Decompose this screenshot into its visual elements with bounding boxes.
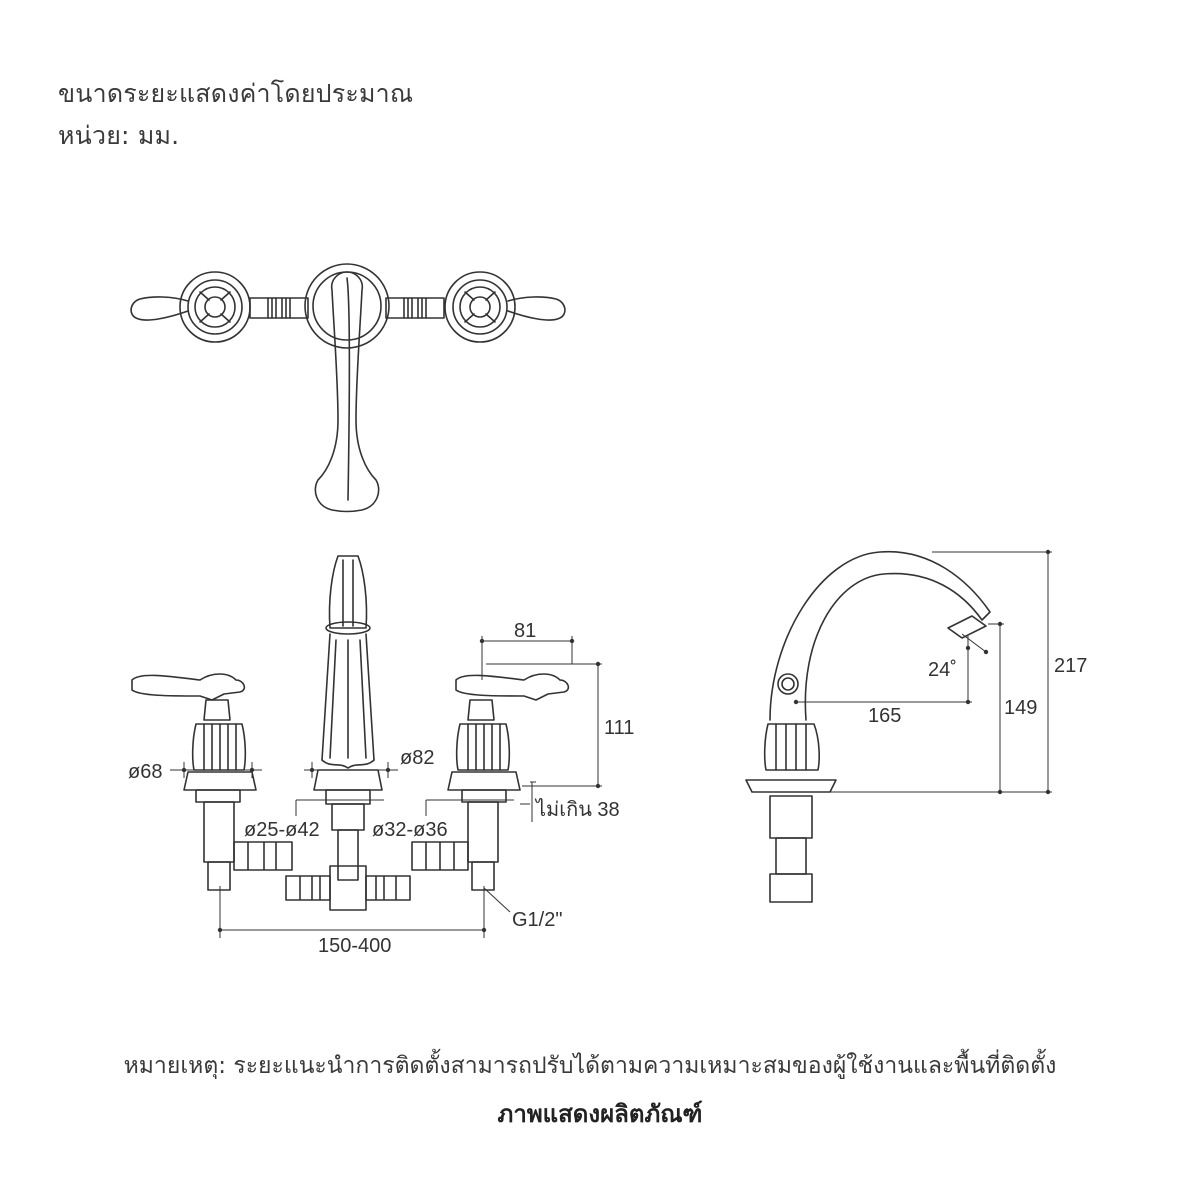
- front-view-spout: [313, 555, 383, 911]
- dim-g-half: G1/2": [512, 909, 562, 931]
- top-view-spout: [314, 271, 380, 513]
- dim-149: 149: [1004, 697, 1037, 719]
- installation-note: หมายเหตุ: ระยะแนะนำการติดตั้งสามารถปรับไ…: [123, 1053, 1057, 1079]
- approx-dimensions-heading: ขนาดระยะแสดงค่าโดยประมาณ: [58, 79, 414, 108]
- dim-dia-32-36: ø32-ø36: [372, 819, 448, 841]
- dim-angle-24: 24˚: [928, 659, 957, 681]
- dimension-lines: [170, 551, 1052, 938]
- front-view-right-valve: [411, 673, 570, 891]
- top-view-spout-ridge: [346, 277, 351, 501]
- top-view-left-rosette: [179, 271, 251, 343]
- front-view-mixing-hoses: [285, 875, 411, 901]
- product-caption: ภาพแสดงผลิตภัณฑ์: [497, 1100, 703, 1128]
- dim-max-38: ไม่เกิน 38: [534, 798, 620, 821]
- dimension-dots: [181, 549, 1051, 933]
- top-view-right-rosette: [444, 271, 516, 343]
- dim-111: 111: [604, 717, 634, 739]
- dim-dia-82: ø82: [400, 747, 434, 769]
- dimension-labels: 81 111 ø68 ø82 ø25-ø42 ø32-ø36 ไม่เกิน 3…: [128, 620, 1087, 957]
- side-view-spout-arc: [769, 550, 991, 721]
- dim-dia-68: ø68: [128, 761, 162, 783]
- dim-217: 217: [1054, 655, 1087, 677]
- top-view-right-connector: [385, 297, 445, 319]
- top-view: [130, 263, 566, 513]
- front-view: [131, 555, 570, 911]
- top-view-center-base: [304, 263, 390, 349]
- top-view-right-lever: [507, 296, 566, 321]
- unit-label: หน่วย: มม.: [58, 121, 180, 150]
- top-view-left-connector: [249, 297, 309, 319]
- top-view-left-lever: [130, 296, 189, 321]
- side-view: [745, 550, 991, 903]
- dim-165: 165: [868, 705, 901, 727]
- dim-81: 81: [514, 620, 536, 642]
- dim-dia-25-42: ø25-ø42: [244, 819, 320, 841]
- dim-150-400: 150-400: [318, 935, 391, 957]
